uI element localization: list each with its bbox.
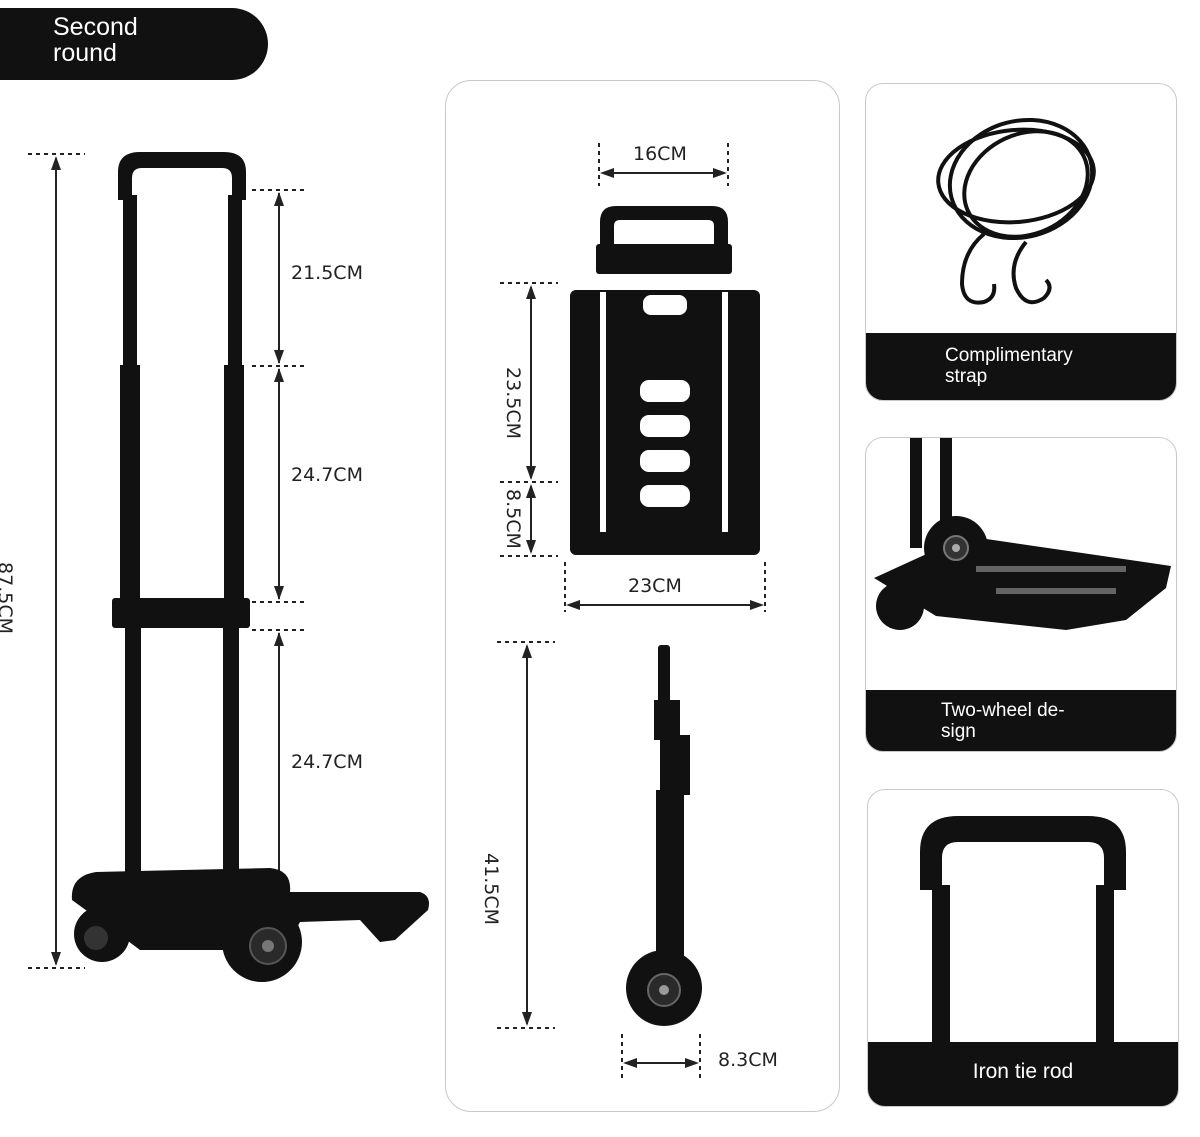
total-height-dimension (28, 153, 85, 969)
folded-slots (600, 292, 728, 532)
segment-bottom-label: 24.7CM (291, 751, 363, 773)
strap-caption: Complimentary strap (866, 333, 1176, 400)
rod-caption: Iron tie rod (868, 1042, 1178, 1106)
folded-width-top-label: 16CM (633, 143, 687, 165)
strap-caption-line-2: strap (945, 366, 988, 387)
strap-panel: Complimentary strap (865, 83, 1177, 401)
folded-height-base-label: 8.5CM (501, 489, 524, 549)
folded-height-plate-label: 23.5CM (501, 367, 524, 439)
trolley-wheels (74, 902, 302, 982)
rod-panel: Iron tie rod (867, 789, 1179, 1107)
strap-illustration (936, 117, 1096, 305)
rod-illustration (920, 816, 1126, 1045)
side-thickness-label: 8.3CM (718, 1049, 778, 1071)
folded-width-base-label: 23CM (628, 575, 682, 597)
wheels-panel: Two-wheel de- sign (865, 437, 1177, 752)
segment-top-label: 21.5CM (291, 262, 363, 284)
side-height-label: 41.5CM (479, 853, 502, 925)
badge-line-1: Second (53, 13, 138, 41)
wheels-caption-line-1: Two-wheel de- (941, 700, 1065, 721)
wheels-caption-line-2: sign (941, 721, 976, 742)
badge-line-2: round (53, 39, 117, 67)
wheels-caption: Two-wheel de- sign (866, 690, 1176, 751)
folded-side-view (626, 645, 702, 1026)
strap-caption-line-1: Complimentary (945, 345, 1073, 366)
segment-dimensions (252, 189, 305, 890)
wheels-illustration (874, 438, 1171, 630)
segment-middle-label: 24.7CM (291, 464, 363, 486)
round-badge: Second round (0, 8, 268, 80)
